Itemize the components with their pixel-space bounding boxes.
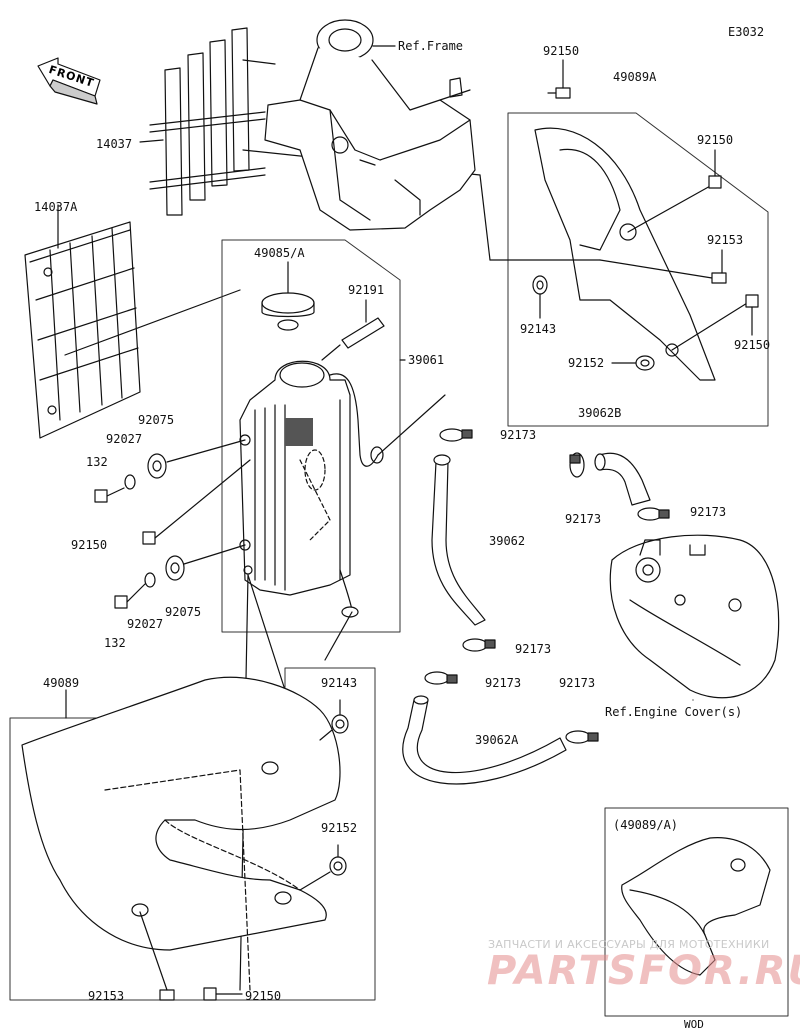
bolt-92153-a xyxy=(711,249,727,284)
clamp-92173-d xyxy=(462,638,496,652)
part-92075-b[interactable]: 92075 xyxy=(165,605,202,619)
part-92027-b[interactable]: 92027 xyxy=(127,617,164,631)
collar-92027-b xyxy=(144,572,156,588)
bolt-92150-a xyxy=(547,59,571,99)
part-92173-d[interactable]: 92173 xyxy=(515,642,552,656)
part-49089[interactable]: 49089 xyxy=(43,676,80,690)
part-39062[interactable]: 39062 xyxy=(489,534,526,548)
part-92153-b[interactable]: 92153 xyxy=(88,989,125,1003)
bolt-92153-b xyxy=(139,911,175,1001)
part-92173-a[interactable]: 92173 xyxy=(500,428,537,442)
part-14037[interactable]: 14037 xyxy=(96,137,133,151)
collar-92027-a xyxy=(124,474,136,490)
grommet-92152-a xyxy=(611,355,655,371)
bolt-132-b xyxy=(114,583,146,609)
part-92075-a[interactable]: 92075 xyxy=(138,413,175,427)
part-39062A[interactable]: 39062A xyxy=(475,733,519,747)
grommet-92075-a xyxy=(147,439,246,479)
part-92173-c[interactable]: 92173 xyxy=(690,505,727,519)
bolt-92150-d xyxy=(142,459,251,545)
grommet-92152-b xyxy=(299,844,347,891)
ref-frame-label: Ref.Frame xyxy=(398,39,464,53)
radiator-cap-49085A xyxy=(261,261,315,331)
hose-39062B xyxy=(594,452,651,506)
part-92152-b[interactable]: 92152 xyxy=(321,821,358,835)
bolt-92150-c xyxy=(745,294,759,336)
hose-39062 xyxy=(431,454,486,626)
frame-reference xyxy=(264,19,476,231)
part-92143-b[interactable]: 92143 xyxy=(321,676,358,690)
part-92173-e[interactable]: 92173 xyxy=(485,676,522,690)
part-132-b[interactable]: 132 xyxy=(104,636,126,650)
part-92150-c[interactable]: 92150 xyxy=(734,338,771,352)
clamp-92173-b xyxy=(569,452,585,478)
part-92173-b[interactable]: 92173 xyxy=(565,512,602,526)
inset-49089A-box xyxy=(604,807,789,1017)
clamp-92173-e xyxy=(424,671,458,685)
bolt-92150-b xyxy=(708,149,722,189)
part-49085A[interactable]: 49085/A xyxy=(254,246,305,260)
breather-tube-92191 xyxy=(321,299,385,361)
shroud-49089 xyxy=(9,667,376,1001)
watermark-tagline: ЗАПЧАСТИ И АКСЕССУАРЫ ДЛЯ МОТОТЕХНИКИ xyxy=(488,938,770,951)
bolt-92150-e xyxy=(203,987,243,1001)
part-92153-a[interactable]: 92153 xyxy=(707,233,744,247)
bolt-132-a xyxy=(94,487,125,503)
clamp-92173-a xyxy=(439,428,473,442)
part-92191[interactable]: 92191 xyxy=(348,283,385,297)
part-92152-a[interactable]: 92152 xyxy=(568,356,605,370)
grommet-92075-b xyxy=(165,544,246,581)
part-49089A[interactable]: 49089A xyxy=(613,70,657,84)
radiator-group-box xyxy=(221,239,406,633)
radiator-louver-14037 xyxy=(139,27,481,216)
washer-92143-a xyxy=(532,275,548,319)
part-39062B[interactable]: 39062B xyxy=(578,406,622,420)
front-arrow-icon xyxy=(37,57,101,105)
part-92150-a[interactable]: 92150 xyxy=(543,44,580,58)
part-92027-a[interactable]: 92027 xyxy=(106,432,143,446)
hose-39062A xyxy=(402,695,567,785)
radiator-louver-14037A xyxy=(24,204,241,439)
diagram-code: E3032 xyxy=(728,25,765,39)
part-92150-b[interactable]: 92150 xyxy=(697,133,734,147)
part-92150-d[interactable]: 92150 xyxy=(71,538,108,552)
clamp-92173-c xyxy=(637,507,670,521)
clamp-92173-f xyxy=(565,730,599,744)
part-92173-f[interactable]: 92173 xyxy=(559,676,596,690)
inset-footer: WOD xyxy=(684,1018,704,1031)
watermark-logo: PARTSFOR.RU xyxy=(487,948,800,994)
part-92150-e[interactable]: 92150 xyxy=(245,989,282,1003)
ref-engine-cover-label: Ref.Engine Cover(s) xyxy=(605,705,743,719)
part-132-a[interactable]: 132 xyxy=(86,455,108,469)
engine-cover-reference xyxy=(609,534,780,701)
part-14037A[interactable]: 14037A xyxy=(34,200,78,214)
part-39061[interactable]: 39061 xyxy=(408,353,445,367)
washer-92143-b xyxy=(319,699,349,741)
inset-title: (49089/A) xyxy=(613,818,679,832)
part-92143-a[interactable]: 92143 xyxy=(520,322,557,336)
shroud-49089A xyxy=(479,112,769,427)
radiator-39061 xyxy=(239,360,446,991)
